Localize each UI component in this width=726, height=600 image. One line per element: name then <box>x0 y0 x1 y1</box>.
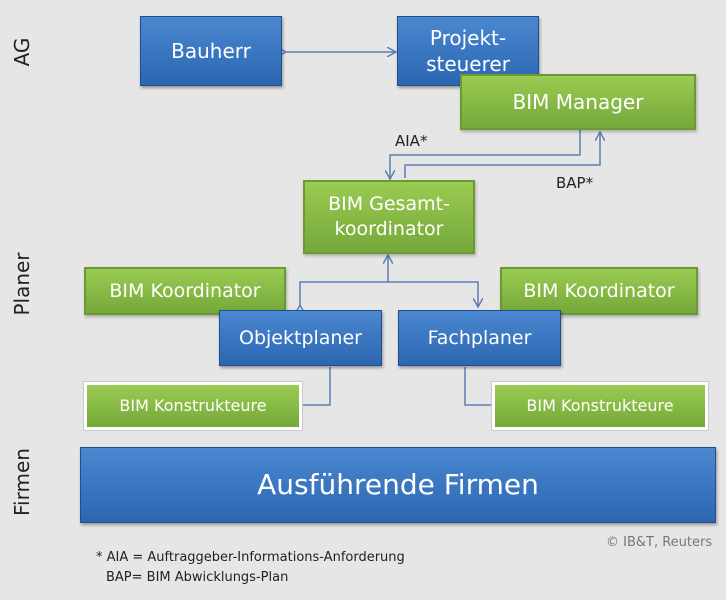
bim-koordinator-left-label: BIM Koordinator <box>109 279 261 302</box>
ausfuehrende-firmen-box: Ausführende Firmen <box>80 447 716 523</box>
projektsteuerer-label-line2: steuerer <box>426 52 510 76</box>
gesamt-planner-connector <box>300 281 478 306</box>
ausfuehrende-firmen-label: Ausführende Firmen <box>257 467 539 501</box>
row-label-firmen: Firmen <box>10 448 34 516</box>
footnote-aia: * AIA = Auftraggeber-Informations-Anford… <box>96 550 405 565</box>
bim-konstrukteure-right-box: BIM Konstrukteure <box>492 382 708 430</box>
gesamtkoordinator-label-line2: koordinator <box>334 218 444 240</box>
bim-konstrukteure-right-label: BIM Konstrukteure <box>526 395 674 415</box>
objektplaner-label: Objektplaner <box>239 326 362 349</box>
projektsteuerer-label-line1: Projekt- <box>429 26 507 50</box>
bim-manager-box: BIM Manager <box>460 74 696 130</box>
objektplaner-box: Objektplaner <box>219 310 382 366</box>
footnote-bap: BAP= BIM Abwicklungs-Plan <box>106 570 289 585</box>
bim-konstrukteure-left-box: BIM Konstrukteure <box>84 382 302 430</box>
bap-label: BAP* <box>556 174 594 192</box>
row-label-ag: AG <box>10 37 34 67</box>
gesamtkoordinator-label-line1: BIM Gesamt- <box>328 193 450 216</box>
aia-arrow <box>390 130 581 178</box>
bap-arrow <box>404 133 600 178</box>
bauherr-box: Bauherr <box>140 16 282 86</box>
bim-konstrukteure-left-label: BIM Konstrukteure <box>119 395 267 415</box>
bauherr-label: Bauherr <box>171 39 251 63</box>
bim-gesamtkoordinator-box: BIM Gesamt- koordinator <box>303 180 475 254</box>
bim-koordinator-right-box: BIM Koordinator <box>500 267 698 315</box>
bim-koordinator-left-box: BIM Koordinator <box>84 267 286 315</box>
fachplaner-konstrukteure-connector <box>464 367 493 406</box>
bim-manager-label: BIM Manager <box>512 90 644 114</box>
row-label-planer: Planer <box>10 252 34 316</box>
aia-label: AIA* <box>395 132 428 150</box>
objektplaner-konstrukteure-connector <box>303 367 331 406</box>
fachplaner-label: Fachplaner <box>427 326 532 349</box>
bim-koordinator-right-label: BIM Koordinator <box>523 279 675 302</box>
fachplaner-box: Fachplaner <box>398 310 561 366</box>
copyright-notice: © IB&T, Reuters <box>606 535 713 550</box>
